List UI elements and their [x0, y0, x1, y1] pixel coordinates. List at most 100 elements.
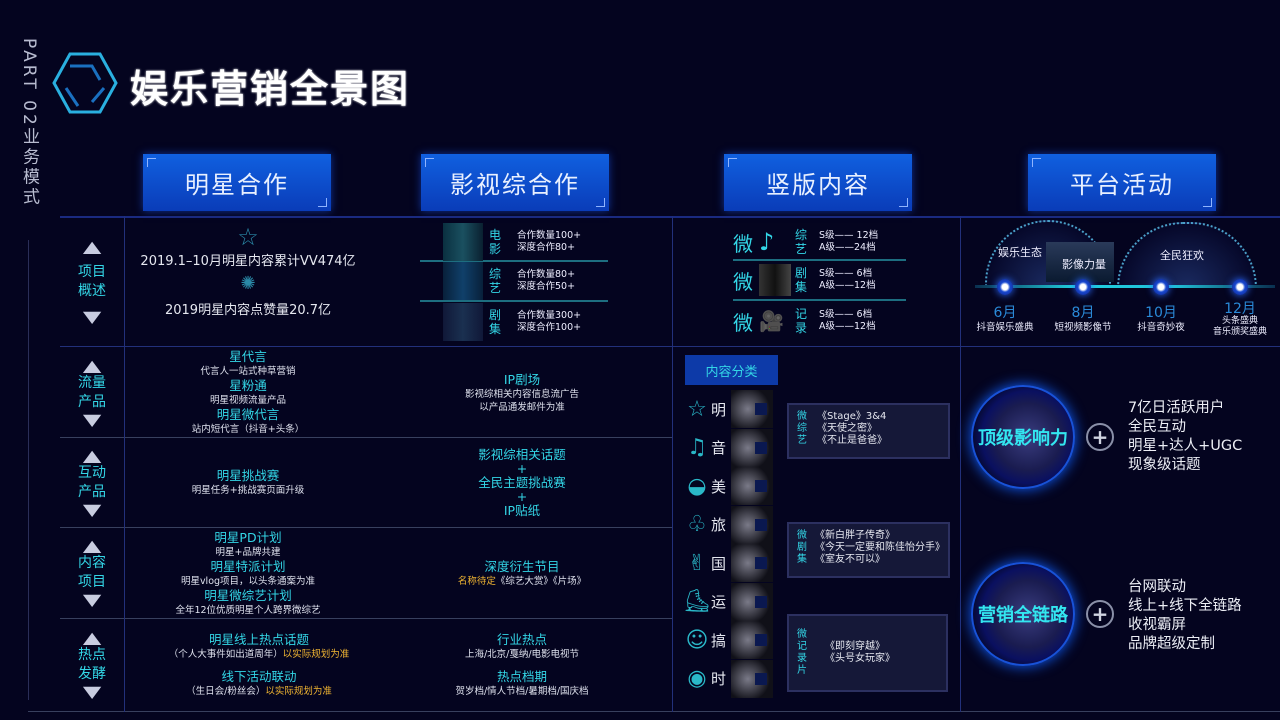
col-divider: [960, 216, 961, 712]
category-item[interactable]: ☺搞: [683, 621, 773, 660]
row-label-hot: ▲热点发酵▼: [78, 627, 106, 701]
chevron-up-icon: ▲: [82, 627, 102, 647]
chevron-up-icon: ▲: [82, 237, 102, 256]
category-header: 内容分类: [685, 355, 778, 385]
tab-vertical-content[interactable]: 竖版内容: [724, 154, 912, 211]
smiley-icon: ☺: [685, 627, 709, 653]
plus-icon: +: [1086, 600, 1114, 628]
micro-drama-box: 微剧集《新白胖子传奇》《今天一定要和陈佳怡分手》《室友不可以》: [787, 522, 950, 578]
row-label-traffic: ▲流量产品▼: [78, 355, 106, 429]
row-label-interactive: ▲互动产品▼: [78, 445, 106, 519]
col-divider: [672, 216, 673, 712]
travel-balloon-icon: ♧: [687, 512, 707, 538]
traffic-star: 星代言代言人一站式种草营销 星粉通明星视频流量产品 明星微代言站内短代言（抖音+…: [191, 349, 305, 435]
dome-label: 全民狂欢: [1160, 249, 1204, 262]
film-row: 电影合作数量100+深度合作80+: [443, 223, 608, 261]
blurred-thumbnail: [731, 659, 773, 698]
music-play-icon: ♪: [759, 228, 775, 256]
logo-icon: [52, 52, 118, 114]
page-title: 娱乐营销全景图: [130, 67, 411, 111]
interactive-star: 明星挑战赛明星任务+挑战赛页面升级: [191, 468, 305, 496]
row-label-content: ▲内容项目▼: [78, 535, 106, 609]
section-label: PART 02业务模式: [19, 38, 39, 208]
dome-label: 娱乐生态: [998, 246, 1042, 259]
timeline-node[interactable]: [1232, 279, 1248, 295]
percent-badge-icon: ✺: [240, 273, 256, 294]
star-icon: ☆: [687, 396, 707, 422]
timeline-node[interactable]: [997, 279, 1013, 295]
drama-thumbnail: [759, 264, 791, 296]
drama-thumbnail: [443, 303, 483, 341]
category-item[interactable]: ◉时: [683, 659, 773, 699]
plus-icon: +: [1086, 423, 1114, 451]
tab-platform-events[interactable]: 平台活动: [1028, 154, 1216, 211]
row-divider: [60, 527, 672, 528]
eye-icon: ◉: [687, 666, 707, 692]
drama-row: 剧集合作数量300+深度合作100+: [443, 302, 608, 342]
timeline-event: 6月抖音娱乐盛典: [976, 305, 1034, 333]
traffic-film: IP剧场影视综相关内容信息流广告以产品通发邮件为准: [464, 371, 579, 413]
row-divider: [28, 711, 1280, 712]
camera-icon: 🎥: [759, 309, 784, 333]
category-item[interactable]: ♫音: [683, 428, 773, 468]
food-bowl-icon: ◒: [687, 473, 707, 499]
row-divider: [60, 618, 672, 619]
divider: [28, 240, 29, 700]
dome-label: 影像力量: [1062, 258, 1106, 271]
timeline-line: [975, 285, 1275, 288]
image-panel: [1046, 242, 1114, 282]
variety-thumbnail: [443, 262, 483, 300]
chevron-up-icon: ▲: [82, 355, 102, 375]
full-chain-features: 台网联动线上+线下全链路收视霸屏品牌超级定制: [1128, 579, 1242, 652]
sneaker-icon: ⛸: [683, 589, 711, 615]
full-chain-orb: 营销全链路: [971, 562, 1075, 666]
interactive-film: 影视综相关话题+全民主题挑战赛+IP贴纸: [478, 446, 566, 518]
blurred-thumbnail: [731, 582, 773, 621]
blurred-thumbnail: [731, 544, 773, 583]
blurred-thumbnail: [731, 621, 773, 660]
category-item[interactable]: ♧旅: [683, 505, 773, 545]
star-overview: ☆ 2019.1–10月明星内容累计VV474亿 ✺ 2019明星内容点赞量20…: [140, 223, 356, 318]
chevron-down-icon: ▼: [82, 409, 102, 429]
film-thumbnail: [443, 223, 483, 261]
music-note-icon: ♫: [687, 435, 707, 461]
blurred-thumbnail: [731, 390, 773, 429]
col-divider: [124, 216, 125, 712]
category-item[interactable]: ☆明: [683, 390, 773, 429]
blurred-thumbnail: [731, 505, 773, 544]
category-item[interactable]: ◒美: [683, 467, 773, 506]
table-top-line: [60, 216, 1280, 218]
variety-row: 综艺合作数量80+深度合作50+: [443, 262, 608, 300]
star-icon: ☆: [237, 223, 259, 251]
chevron-down-icon: ▼: [82, 499, 102, 519]
micro-documentary-box: 微记录片《即刻穿越》《头号女玩家》: [787, 614, 948, 692]
micro-variety-box: 微综艺《Stage》3&4《天使之密》《不止是爸爸》: [787, 403, 950, 459]
tab-star-cooperation[interactable]: 明星合作: [143, 154, 331, 211]
tab-film-cooperation[interactable]: 影视综合作: [421, 154, 609, 211]
row-divider: [60, 437, 672, 438]
influence-orb: 顶级影响力: [971, 385, 1075, 489]
film-overview: 电影合作数量100+深度合作80+ 综艺合作数量80+深度合作50+ 剧集合作数…: [420, 223, 608, 342]
chevron-up-icon: ▲: [82, 535, 102, 555]
row-divider: [60, 346, 1280, 347]
content-film: 深度衍生节目名称待定《综艺大赏》《片场》: [457, 558, 587, 587]
timeline-node[interactable]: [1153, 279, 1169, 295]
timeline-event: 8月短视频影像节: [1054, 305, 1112, 333]
chevron-down-icon: ▼: [82, 589, 102, 609]
timeline-node[interactable]: [1075, 279, 1091, 295]
category-item[interactable]: ✌国: [683, 544, 773, 583]
content-star: 明星PD计划明星+品牌共建 明星特派计划明星vlog项目，以头条通案为准 明星微…: [175, 529, 321, 616]
category-item[interactable]: ⛸运: [683, 582, 773, 622]
row-label-overview: ▲项目概述▼: [78, 237, 106, 326]
chevron-up-icon: ▲: [82, 445, 102, 465]
category-list: ☆明♫音◒美♧旅✌国⛸运☺搞◉时: [683, 390, 773, 698]
blurred-thumbnail: [731, 467, 773, 506]
timeline-event: 10月抖音奇妙夜: [1137, 305, 1185, 333]
blurred-thumbnail: [731, 428, 773, 467]
hot-film: 行业热点上海/北京/戛纳/电影电视节 热点档期贺岁档/情人节档/暑期档/国庆档: [455, 632, 589, 697]
